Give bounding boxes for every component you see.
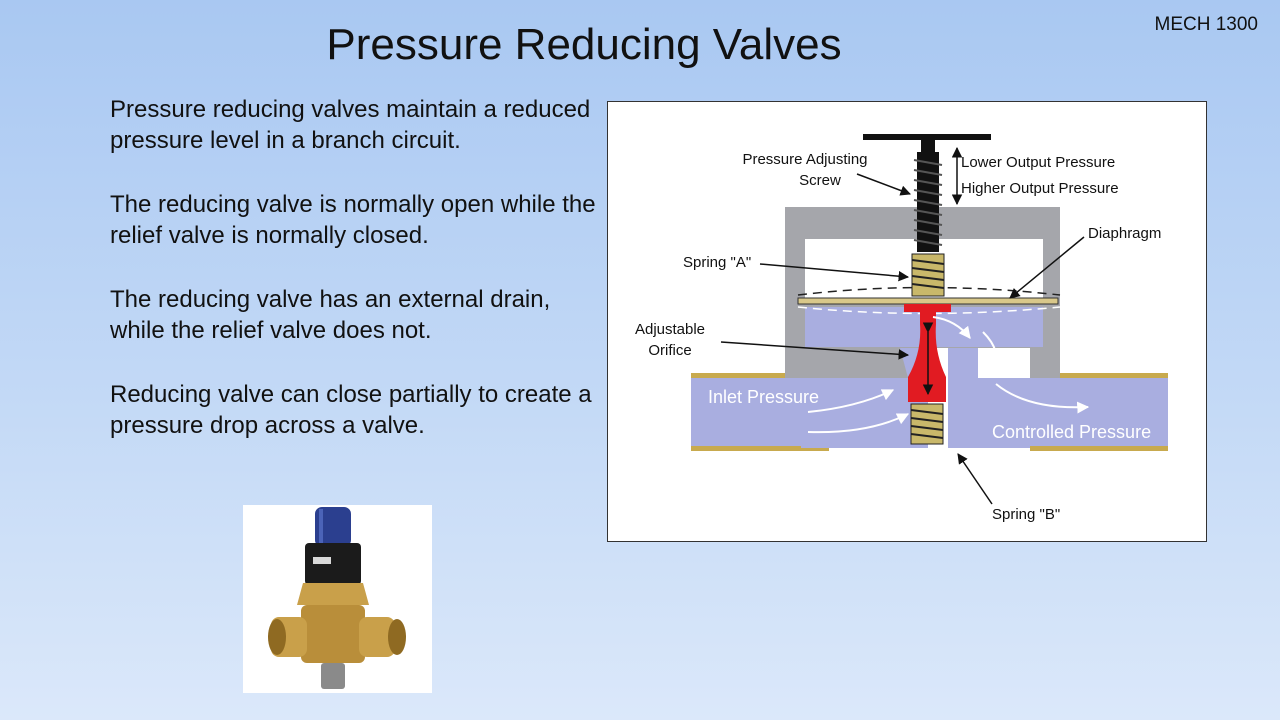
valve-photo bbox=[243, 505, 432, 693]
bullet-1: Pressure reducing valves maintain a redu… bbox=[110, 96, 591, 154]
label-lower-output: Lower Output Pressure bbox=[961, 154, 1115, 171]
brass-valve-icon bbox=[268, 507, 406, 689]
label-spring-b: Spring "B" bbox=[992, 506, 1060, 523]
label-diaphragm: Diaphragm bbox=[1088, 225, 1161, 242]
course-tag: MECH 1300 bbox=[1154, 14, 1259, 35]
outlet-passage bbox=[948, 348, 978, 448]
inlet-pipe-rim-bottom bbox=[691, 446, 829, 451]
screw-thread bbox=[913, 159, 943, 246]
label-adjusting-screw-2: Screw bbox=[799, 172, 841, 189]
label-controlled: Controlled Pressure bbox=[992, 422, 1151, 442]
bullet-3: The reducing valve has an external drain… bbox=[110, 286, 551, 344]
bullet-4: Reducing valve can close partially to cr… bbox=[110, 381, 592, 439]
slide-title: Pressure Reducing Valves bbox=[326, 20, 842, 69]
label-inlet: Inlet Pressure bbox=[708, 387, 819, 407]
label-orifice-2: Orifice bbox=[648, 342, 691, 359]
spring-b bbox=[910, 403, 944, 445]
outlet-pipe-rim-top bbox=[1030, 373, 1168, 378]
screw-stem bbox=[921, 134, 935, 154]
label-higher-output: Higher Output Pressure bbox=[961, 180, 1119, 197]
diaphragm-plate bbox=[797, 297, 1059, 305]
spring-a bbox=[911, 253, 945, 297]
valve-diagram-svg: Pressure Adjusting Screw Lower Output Pr… bbox=[635, 134, 1168, 523]
bullet-list: Pressure reducing valves maintain a redu… bbox=[110, 94, 600, 474]
inlet-pipe-rim-top bbox=[691, 373, 829, 378]
label-spring-a: Spring "A" bbox=[683, 254, 751, 271]
inlet-pipe bbox=[691, 378, 801, 448]
valve-diagram: Pressure Adjusting Screw Lower Output Pr… bbox=[607, 101, 1207, 542]
bullet-2: The reducing valve is normally open whil… bbox=[110, 191, 596, 249]
flow-arrows bbox=[807, 316, 1090, 434]
outlet-pipe bbox=[978, 378, 1168, 448]
outlet-pipe-rim-bottom bbox=[1030, 446, 1168, 451]
label-adjusting-screw-1: Pressure Adjusting bbox=[742, 151, 867, 168]
label-orifice-1: Adjustable bbox=[635, 321, 705, 338]
inlet-passage bbox=[801, 378, 928, 448]
